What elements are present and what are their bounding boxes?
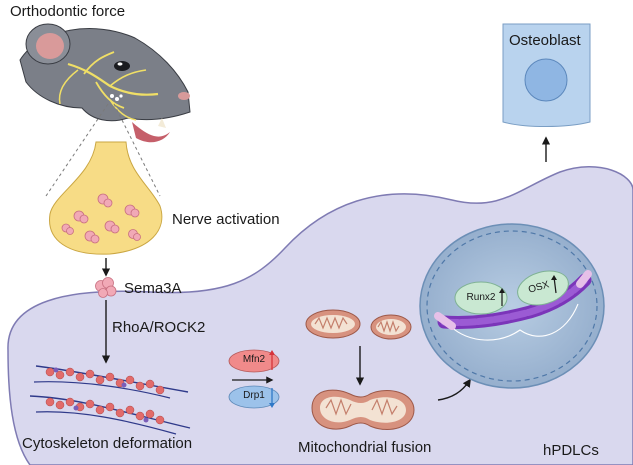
zoom-line-left (45, 103, 109, 197)
mitochondria-fragmented (305, 309, 412, 340)
hpdlcs-label: hPDLCs (543, 442, 599, 459)
osteoblast-label: Osteoblast (509, 32, 581, 49)
dna-chain (434, 270, 592, 341)
sema3a-molecule-icon (95, 277, 117, 298)
nucleus (419, 223, 605, 389)
orthodontic-force-label: Orthodontic force (10, 3, 126, 20)
vesicles (61, 193, 141, 244)
mitochondrial-fusion-label: Mitochondrial fusion (298, 439, 432, 456)
rhoa-rock2-label: RhoA/ROCK2 (112, 319, 206, 336)
runx2-factor (454, 281, 508, 315)
runx2-label: Runx2 (466, 292, 496, 303)
mfn2-protein (228, 349, 280, 373)
sema3a-label: Sema3A (124, 280, 182, 297)
osteoblast-cell (502, 23, 591, 127)
drp1-protein (228, 385, 280, 409)
zoom-line-right (113, 103, 161, 197)
nerve-activation-label: Nerve activation (172, 211, 280, 228)
drp1-label: Drp1 (243, 390, 265, 401)
mouse-head-illustration (19, 23, 191, 143)
mitochondrion-fused (311, 389, 415, 430)
cytoskeleton-deformation-label: Cytoskeleton deformation (22, 435, 193, 452)
mfn2-label: Mfn2 (242, 354, 266, 365)
cytoskeleton-filaments (29, 365, 191, 435)
arrow-to-nucleus (437, 378, 471, 401)
